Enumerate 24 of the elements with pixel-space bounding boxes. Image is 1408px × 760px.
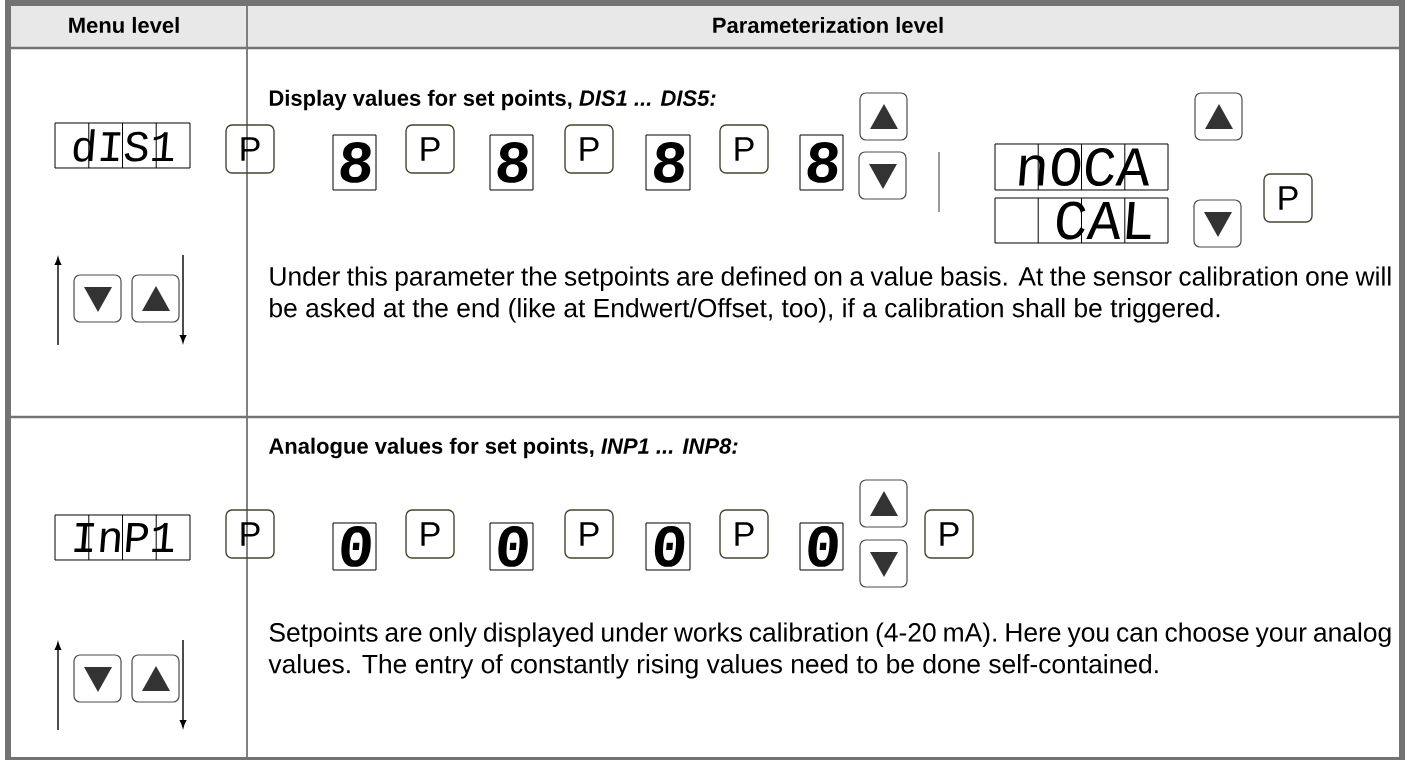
segment-display: 8 bbox=[332, 134, 377, 191]
section-heading: Analogue values for set points, INP1 ... INP8: bbox=[268, 437, 738, 459]
segment-display: 8 bbox=[645, 134, 691, 191]
segment-display: 0 bbox=[332, 522, 377, 571]
column-header: Parameterization level bbox=[713, 16, 943, 34]
p-key: P bbox=[405, 509, 455, 559]
description-text: Setpoints are only displayed under works calibration (4-20 mA). Here you can choose your analog values. The entry of constantly rising values need to be done self-contained. bbox=[268, 622, 1391, 679]
segment-display: 0 bbox=[489, 522, 534, 571]
segment-display: 0 bbox=[799, 522, 844, 571]
p-key: P bbox=[405, 124, 455, 174]
segment-display: 8 bbox=[489, 134, 534, 191]
p-key: P bbox=[924, 509, 974, 559]
p-key: P bbox=[225, 509, 275, 559]
column-header: Menu level bbox=[69, 16, 179, 34]
segment-display: 8 bbox=[799, 134, 844, 191]
p-key: P bbox=[564, 124, 614, 174]
section-heading: Display values for set points, DIS1 ... DIS5: bbox=[269, 89, 716, 111]
segment-display: 0 bbox=[645, 522, 691, 571]
p-key: P bbox=[719, 124, 769, 174]
p-key: P bbox=[719, 509, 769, 559]
p-key: P bbox=[1263, 173, 1313, 223]
description-text: Under this parameter the setpoints are defined on a value basis. At the sensor calibration one will be asked at the end (like at Endwert/Offset, too), if a calibration shall be triggered. bbox=[270, 266, 1391, 323]
p-key: P bbox=[564, 509, 614, 559]
p-key: P bbox=[225, 124, 275, 174]
